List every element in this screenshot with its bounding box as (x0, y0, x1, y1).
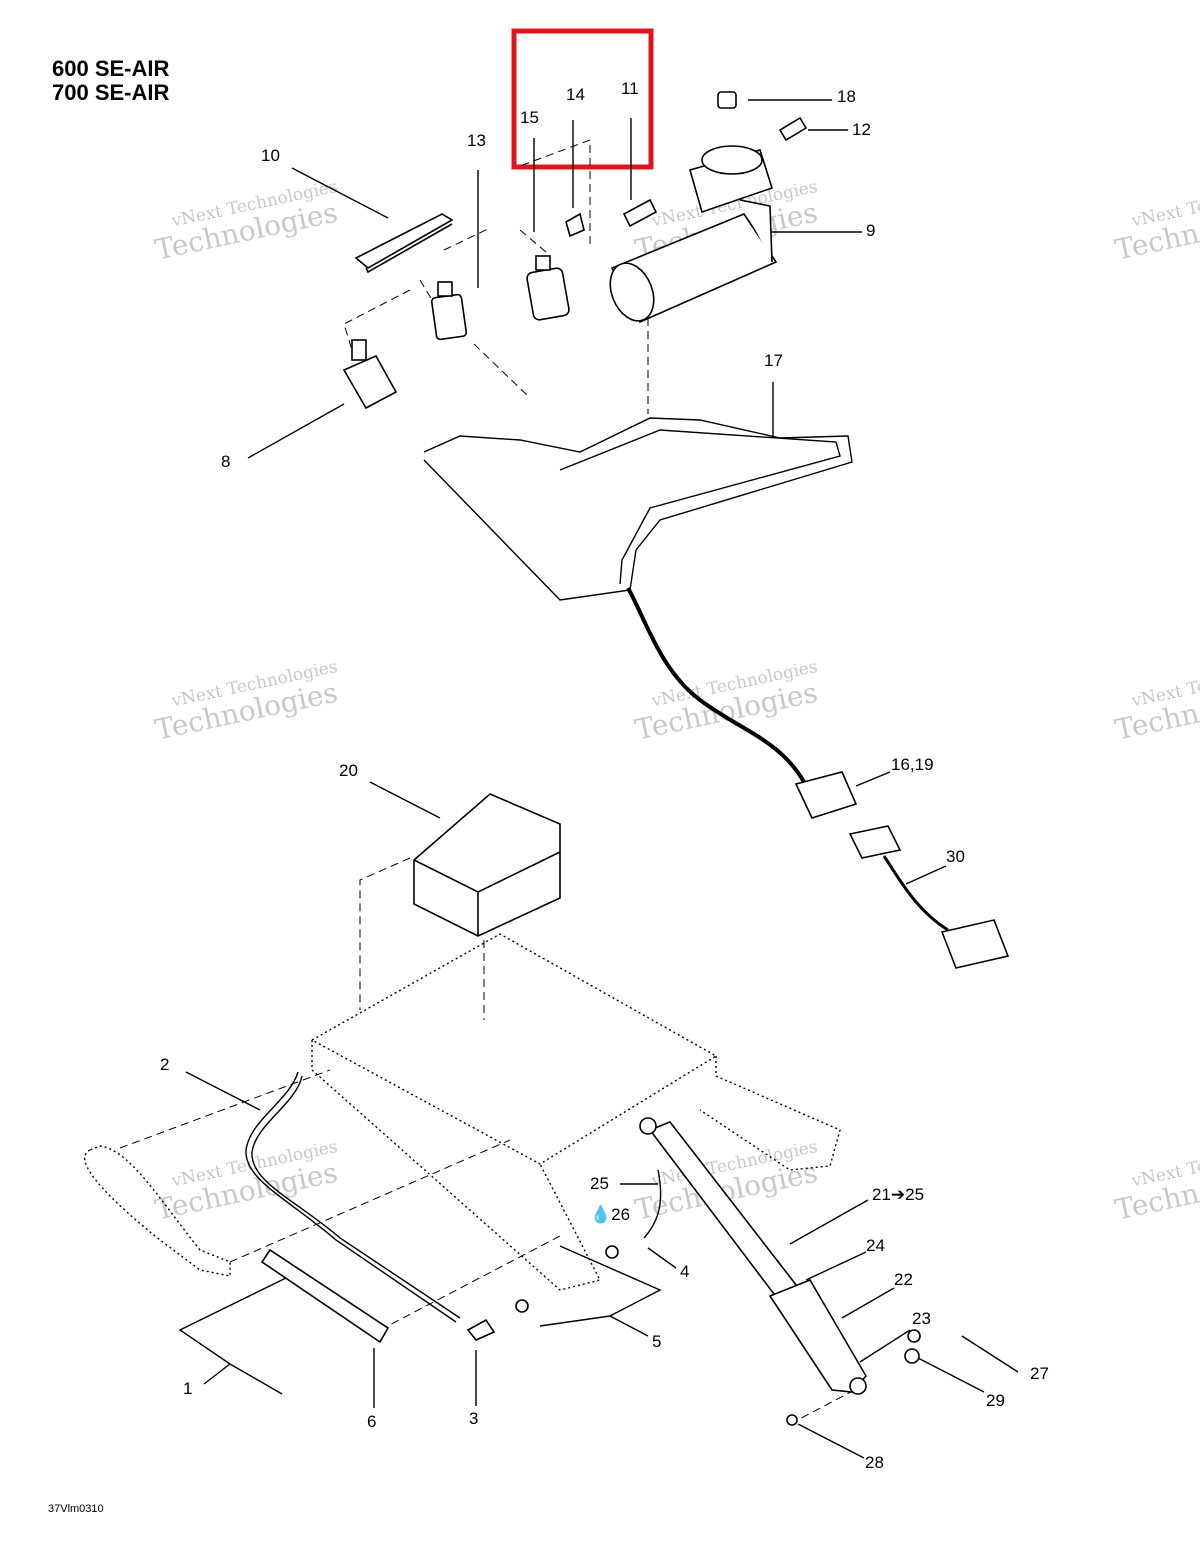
bracket-1b (229, 1363, 283, 1395)
leader-line-1 (203, 1363, 231, 1385)
part-15-pressure-switch (526, 255, 570, 321)
leader-line-27 (961, 1335, 1019, 1373)
drop-icon: 💧 (590, 1205, 612, 1224)
part-29-bushing (904, 1348, 920, 1364)
part-16-19-connector (794, 771, 858, 819)
part-10-bracket (354, 213, 454, 274)
callout-5: 5 (652, 1332, 662, 1351)
callout-23: 23 (912, 1309, 931, 1328)
leader-line-23 (859, 1329, 911, 1363)
leader-line-22 (841, 1287, 895, 1319)
harness-cable-30 (882, 855, 949, 932)
callout-4: 4 (680, 1262, 690, 1281)
callout-20: 20 (339, 761, 358, 780)
callout-21-25: 21➔25 (872, 1185, 925, 1204)
callout-10: 10 (261, 146, 280, 165)
leader-line-30 (905, 865, 947, 885)
part-18-cap (717, 91, 737, 109)
part-28-nut (786, 1414, 798, 1426)
model-title-700: 700 SE-AIR (52, 80, 170, 105)
frame-outline-side (311, 1040, 602, 1291)
dash-line (229, 1139, 511, 1263)
callout-28: 28 (865, 1453, 884, 1472)
highlight-box (511, 28, 654, 170)
dash-line (119, 1069, 331, 1149)
callout-11: 11 (621, 79, 639, 98)
part-4-washer (605, 1245, 619, 1259)
leader-line-4 (647, 1247, 677, 1269)
part-30-connector-end (940, 919, 1010, 969)
part-13-pressure-switch (430, 281, 468, 341)
dash-line (519, 229, 547, 253)
dash-line (473, 343, 531, 399)
part-5-washer (515, 1299, 529, 1313)
harness-17-inner (559, 429, 841, 585)
dash-line (443, 227, 491, 251)
tube-2 (245, 1071, 457, 1323)
callout-24: 24 (866, 1236, 885, 1255)
part-6-bracket (260, 1248, 390, 1344)
callout-30: 30 (946, 847, 965, 866)
callout-15: 15 (520, 108, 539, 127)
callout-12: 12 (852, 120, 871, 139)
leader-line-5 (609, 1315, 649, 1337)
callout-18: 18 (837, 87, 856, 106)
frame-outline-rear (699, 1056, 841, 1171)
callout-8: 8 (221, 452, 231, 471)
bracket-5 (559, 1245, 662, 1317)
callout-29: 29 (986, 1391, 1005, 1410)
callout-27: 27 (1030, 1364, 1049, 1383)
model-title-600: 600 SE-AIR (52, 56, 170, 81)
callout-22: 22 (894, 1270, 913, 1289)
callout-9: 9 (866, 221, 876, 240)
tube-25 (643, 1169, 662, 1239)
part-9-compressor (609, 145, 778, 324)
part-21-shock-absorber (639, 1117, 867, 1395)
bracket-5b (539, 1315, 611, 1327)
callout-3: 3 (469, 1409, 479, 1428)
drawing-code: 37Vlm0310 (48, 1503, 104, 1515)
leader-line-2 (185, 1071, 261, 1111)
ski-outline (84, 1145, 231, 1277)
part-3-elbow-fitting (466, 1318, 496, 1341)
harness-17 (423, 417, 853, 601)
part-14-fitting (565, 212, 585, 238)
leader-line-8 (247, 403, 345, 459)
dash-line (419, 279, 433, 301)
leader-line-10 (291, 167, 389, 219)
callout-16-19: 16,19 (891, 755, 934, 774)
callout-2: 2 (160, 1055, 170, 1074)
callout-26: 💧26 (590, 1205, 631, 1224)
dash-line (519, 139, 591, 244)
leader-line-24 (805, 1251, 867, 1281)
part-20-control-module (413, 793, 561, 937)
callout-25: 25 (590, 1174, 609, 1193)
callout-17: 17 (764, 351, 783, 370)
frame-outline (311, 933, 718, 1165)
leader-line-16-19 (855, 771, 891, 787)
harness-cable (626, 587, 806, 783)
leader-line-29 (917, 1357, 985, 1393)
dash-line (379, 1235, 561, 1331)
leader-line-28 (797, 1423, 865, 1459)
bracket-1 (178, 1275, 291, 1365)
callout-13: 13 (467, 131, 486, 150)
part-11-fitting (622, 198, 658, 228)
tube-2b (251, 1075, 461, 1319)
callout-1: 1 (183, 1379, 193, 1398)
part-23-washer (907, 1329, 921, 1343)
callout-6: 6 (367, 1412, 377, 1431)
callout-14: 14 (566, 85, 585, 104)
dash-line (359, 857, 411, 1010)
part-30-connector (848, 825, 902, 859)
leader-line-21-25 (789, 1199, 869, 1245)
part-8-valve (342, 339, 398, 410)
leader-line-20 (369, 781, 441, 819)
part-12-fitting (778, 116, 808, 142)
dash-line (343, 289, 411, 351)
